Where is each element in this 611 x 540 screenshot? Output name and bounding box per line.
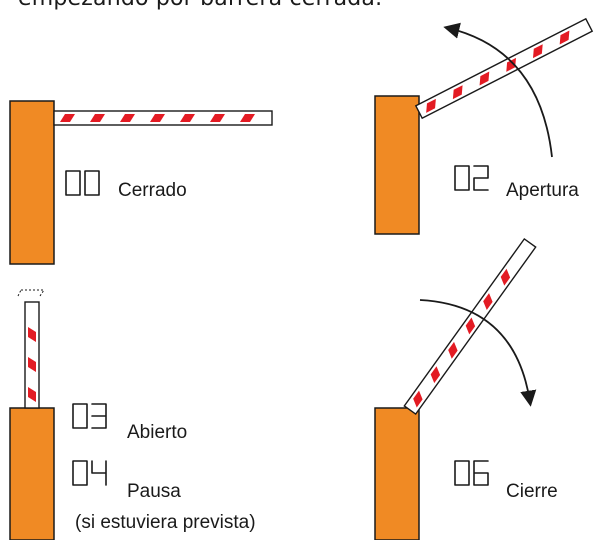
- intro-text: empezando por barrera cerrada.: [18, 0, 382, 11]
- arm-stripe: [506, 57, 516, 72]
- barrier-post: [374, 407, 420, 540]
- state-note: (si estuviera prevista): [75, 512, 256, 533]
- state-code-digits: [72, 460, 107, 486]
- arm-body: [53, 110, 273, 126]
- barrier-arm: [403, 237, 537, 416]
- arm-stripe: [430, 366, 441, 384]
- rotation-arrow: [419, 299, 537, 407]
- arm-stripe: [559, 30, 570, 45]
- arm-stripe: [448, 341, 458, 359]
- state-label: Cierre: [506, 481, 558, 502]
- arm-stripe: [28, 387, 36, 402]
- barrier-arm: [53, 110, 273, 126]
- barrier-post: [374, 95, 420, 235]
- segment-digit: [84, 170, 100, 196]
- arm-stripe: [532, 44, 543, 59]
- segment-digit: [91, 460, 107, 486]
- state-opening: Apertura: [374, 17, 594, 235]
- segment-digit: [473, 165, 489, 191]
- state-code-digits: [65, 170, 100, 196]
- arm-body: [414, 17, 594, 120]
- state-label: Abierto: [127, 422, 187, 443]
- segment-digit: [65, 170, 81, 196]
- state-code-digits: [72, 403, 107, 429]
- arm-stripe: [413, 390, 423, 408]
- state-closed: Cerrado: [9, 100, 273, 265]
- state-code-digits: [454, 460, 489, 486]
- barrier-arm: [414, 17, 594, 120]
- arm-stripe: [28, 357, 36, 372]
- segment-digit: [454, 165, 470, 191]
- state-label: Cerrado: [118, 180, 187, 201]
- arm-cut-mark: [17, 289, 45, 297]
- arm-stripe: [483, 293, 493, 311]
- arm-stripe: [240, 114, 255, 122]
- rotation-arrow: [443, 22, 553, 158]
- arm-stripe: [452, 85, 463, 100]
- arm-body: [24, 301, 40, 409]
- barrier-post: [9, 100, 55, 265]
- arm-stripe: [28, 327, 36, 342]
- arm-stripe: [426, 98, 436, 113]
- arm-stripe: [120, 114, 135, 122]
- arm-outline: [53, 110, 273, 126]
- segment-digit: [72, 403, 88, 429]
- arm-stripe: [465, 317, 476, 335]
- segment-digit: [473, 460, 489, 486]
- state-code-digits: [454, 165, 489, 191]
- state-label: Apertura: [506, 180, 579, 201]
- arm-stripe: [60, 114, 75, 122]
- state-open: Abierto Pausa (si estuviera prevista): [9, 289, 256, 540]
- barrier-post: [9, 407, 55, 540]
- barrier-arm: [24, 301, 40, 409]
- segment-digit: [72, 460, 88, 486]
- state-label: Pausa: [127, 481, 181, 502]
- arm-stripe: [500, 268, 511, 286]
- segment-digit: [91, 403, 107, 429]
- arm-stripe: [479, 71, 490, 86]
- state-closing: Cierre: [374, 237, 558, 540]
- arm-stripe: [180, 114, 195, 122]
- arm-body: [403, 237, 537, 416]
- arm-stripe: [210, 114, 225, 122]
- arm-stripe: [90, 114, 105, 122]
- segment-digit: [454, 460, 470, 486]
- arm-stripe: [150, 114, 165, 122]
